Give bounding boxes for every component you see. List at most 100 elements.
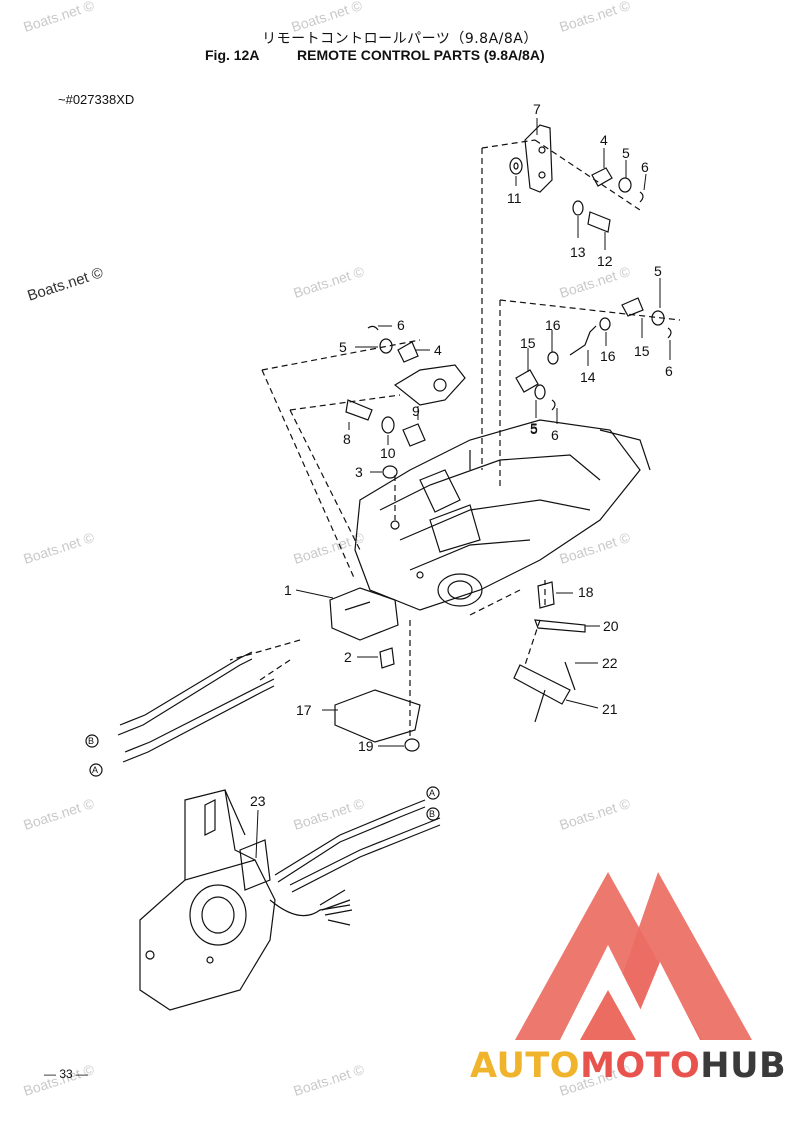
part-6-clip (551, 399, 556, 411)
part-23-remote-control-box (139, 789, 276, 1011)
title-japanese: リモートコントロールパーツ（9.8A/8A） (262, 31, 538, 47)
callout-17: 17 (296, 702, 312, 718)
callout-23: 23 (250, 793, 266, 809)
part-4-joint (397, 341, 419, 363)
callout-4: 4 (434, 342, 442, 358)
callout-6: 6 (397, 317, 405, 333)
part-17-plate (334, 689, 421, 743)
callout-21: 21 (602, 701, 618, 717)
assembly-lines (229, 139, 681, 740)
automotohub-logo-mark (515, 872, 752, 1040)
part-1-detail (344, 601, 371, 611)
serial-range: ~#027338XD (58, 92, 135, 107)
part-2-bolt (379, 647, 395, 669)
figure-title: REMOTE CONTROL PARTS (9.8A/8A) (297, 47, 545, 63)
cable-marker-a: A (429, 788, 436, 798)
part-11-hole (513, 162, 519, 170)
part-4-joint (591, 167, 613, 187)
lower-cable-a-outline (277, 806, 426, 883)
part-21-rod (534, 689, 546, 723)
wire-harness (269, 899, 351, 917)
part-12-bolt (587, 211, 611, 233)
part-11-washer (509, 157, 523, 175)
part-13-washer (572, 200, 584, 216)
callout-10: 10 (380, 445, 396, 461)
callout-9: 9 (412, 403, 420, 419)
lower-cable-b (289, 817, 441, 886)
callout-22: 22 (602, 655, 618, 671)
part-5-washer (618, 177, 632, 193)
part-6-clip (639, 191, 644, 203)
brand-part-hub: HUB (700, 1046, 787, 1086)
brand-part-moto: MOTO (580, 1046, 701, 1086)
part-5-washer (379, 338, 393, 354)
part-10-washer (381, 416, 395, 434)
cable-b (119, 651, 253, 726)
callout-5: 5 (530, 421, 538, 437)
part-9-hole (433, 378, 447, 392)
part-21-grip (513, 664, 571, 705)
page-number: — 33 — (44, 1067, 89, 1081)
callout-6: 6 (551, 427, 559, 443)
callout-15: 15 (634, 343, 650, 359)
callout-18: 18 (578, 584, 594, 600)
callout-5: 5 (622, 145, 630, 161)
part-15-joint (515, 369, 539, 393)
part-7-hole (538, 171, 546, 179)
callout-13: 13 (570, 244, 586, 260)
lower-cable-a (274, 799, 426, 876)
part-6-clip (667, 327, 672, 339)
part-18-bolt (537, 581, 555, 609)
part-5-washer (534, 384, 546, 400)
part-16-nut (547, 351, 559, 365)
part-6-clip (367, 325, 379, 331)
cable-a-marker-circle (89, 763, 103, 777)
lower-cable-a-marker-circle (426, 786, 440, 800)
cable-b-marker-circle (85, 734, 99, 748)
callout-6: 6 (665, 363, 673, 379)
part-9-collar (402, 423, 426, 447)
part-16-nut (599, 317, 611, 331)
callout-7: 7 (533, 101, 541, 117)
callout-14: 14 (580, 369, 596, 385)
callout-2: 2 (344, 649, 352, 665)
cable-marker-a: A (92, 765, 99, 775)
cable-marker-b: B (88, 736, 95, 746)
figure-label: Fig. 12A (205, 47, 260, 63)
leader-lines (255, 118, 671, 859)
cable-marker-b: B (429, 809, 436, 819)
callout-8: 8 (343, 431, 351, 447)
part-1-bracket (329, 587, 399, 641)
lower-cable-b-outline (291, 824, 441, 893)
part-3-nut (382, 465, 398, 479)
part-14-rod (569, 325, 597, 356)
callout-19: 19 (358, 738, 374, 754)
part-20-link (534, 619, 586, 633)
callout-5: 5 (530, 420, 538, 436)
callout-16: 16 (600, 348, 616, 364)
callout-1: 1 (284, 582, 292, 598)
cable-a-outline (122, 685, 275, 763)
part-7-bracket (524, 124, 553, 193)
callout-11: 11 (507, 190, 522, 206)
cable-b-outline (117, 658, 253, 736)
callout-5: 5 (339, 339, 347, 355)
part-15-joint (621, 297, 644, 317)
lower-cable-b-marker-circle (426, 807, 440, 821)
part-7-hole (538, 146, 546, 154)
engine-mount-assembly (354, 419, 651, 611)
callout-15: 15 (520, 335, 536, 351)
part-22-pin (564, 661, 576, 691)
part-9-lever (393, 364, 466, 406)
callout-12: 12 (597, 253, 613, 269)
automotohub-logo-text: AUTOMOTOHUB (470, 1046, 786, 1086)
brand-part-auto: AUTO (470, 1046, 581, 1086)
callout-16: 16 (545, 317, 561, 333)
callout-6: 6 (641, 159, 649, 175)
wire-leads (319, 889, 353, 926)
callout-20: 20 (603, 618, 619, 634)
callout-3: 3 (355, 464, 363, 480)
part-5-washer (651, 310, 665, 326)
part-8-bolt (345, 399, 373, 421)
